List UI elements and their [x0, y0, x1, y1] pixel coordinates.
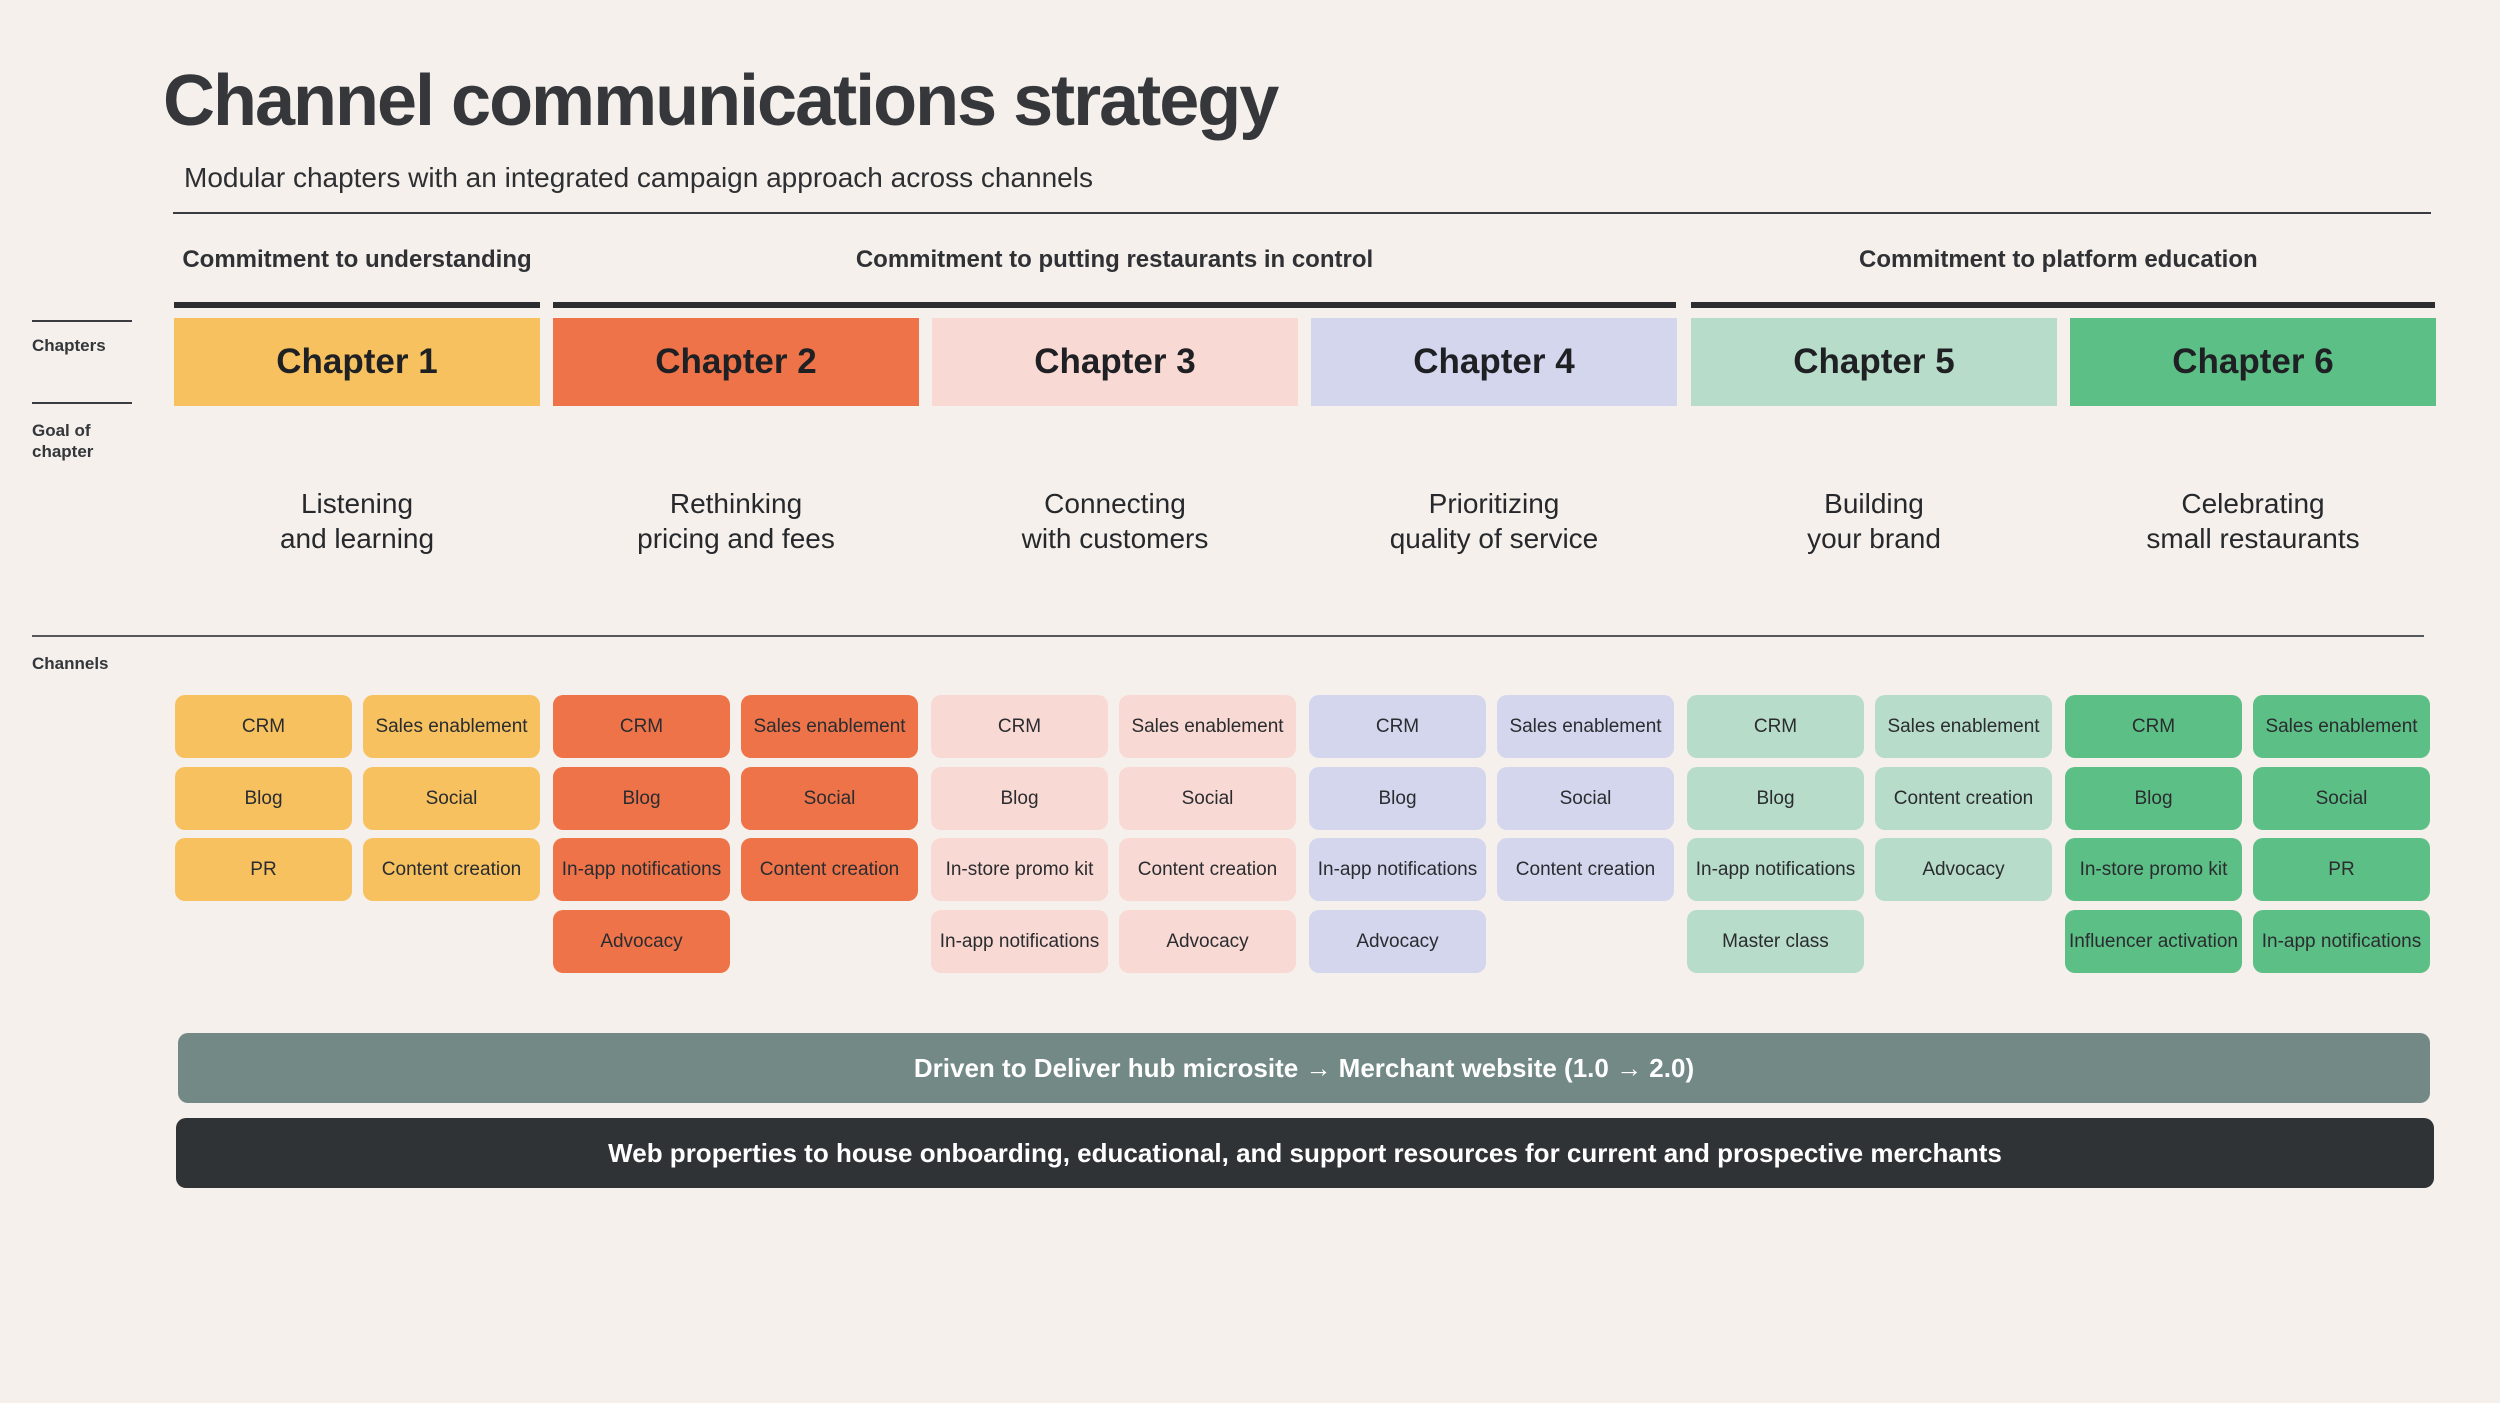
commitment-bar: [1691, 302, 2435, 308]
channel-tile: Advocacy: [1875, 838, 2052, 901]
channel-tile: In-app notifications: [1309, 838, 1486, 901]
channel-tile: Content creation: [1119, 838, 1296, 901]
channel-tile: Blog: [2065, 767, 2242, 830]
channel-tile: Blog: [175, 767, 352, 830]
chapter-goal-1: Listening and learning: [174, 486, 540, 556]
goal-line: pricing and fees: [637, 523, 835, 554]
channels-label: Channels: [32, 654, 109, 673]
channel-tile: Social: [2253, 767, 2430, 830]
channel-tile: In-app notifications: [931, 910, 1108, 973]
channel-tile: In-store promo kit: [2065, 838, 2242, 901]
hub-microsite-banner: Driven to Deliver hub microsite → Mercha…: [178, 1033, 2430, 1103]
page-subtitle: Modular chapters with an integrated camp…: [184, 162, 1093, 193]
channel-tile: Sales enablement: [1497, 695, 1674, 758]
goal-line: Rethinking: [669, 488, 803, 519]
channel-tile: Sales enablement: [1119, 695, 1296, 758]
channel-tile: Advocacy: [553, 910, 730, 973]
web-properties-banner: Web properties to house onboarding, educ…: [176, 1118, 2434, 1188]
commitment-bar: [174, 302, 540, 308]
channel-tile: PR: [2253, 838, 2430, 901]
channel-tile: Content creation: [363, 838, 540, 901]
channel-tile: Social: [363, 767, 540, 830]
chapter-card-3: Chapter 3: [932, 318, 1298, 406]
channel-tile: Social: [1119, 767, 1296, 830]
channel-tile: CRM: [2065, 695, 2242, 758]
commitment-heading: Commitment to understanding: [182, 246, 532, 273]
goal-line: Building: [1824, 488, 1924, 519]
goal-line: with customers: [1021, 523, 1209, 554]
channel-tile: CRM: [931, 695, 1108, 758]
channel-tile: Advocacy: [1119, 910, 1296, 973]
channel-tile: Sales enablement: [2253, 695, 2430, 758]
channel-tile: CRM: [553, 695, 730, 758]
header-divider: [173, 212, 2431, 214]
chapter-card-1: Chapter 1: [174, 318, 540, 406]
commitment-heading: Commitment to putting restaurants in con…: [855, 246, 1374, 273]
channel-tile: Content creation: [1497, 838, 1674, 901]
goal-line: Listening: [300, 488, 414, 519]
goal-line: small restaurants: [2146, 523, 2360, 554]
chapter-goal-6: Celebrating small restaurants: [2070, 486, 2436, 556]
chapter-goal-2: Rethinking pricing and fees: [553, 486, 919, 556]
channel-tile: Blog: [553, 767, 730, 830]
channel-tile: In-app notifications: [2253, 910, 2430, 973]
channel-tile: Blog: [1309, 767, 1486, 830]
channels-divider: [32, 635, 2424, 637]
goal-line: Connecting: [1044, 488, 1186, 519]
channel-tile: Influencer activation: [2065, 910, 2242, 973]
channel-tile: CRM: [1309, 695, 1486, 758]
channel-tile: Advocacy: [1309, 910, 1486, 973]
channel-tile: CRM: [175, 695, 352, 758]
channel-tile: Master class: [1687, 910, 1864, 973]
side-divider: [32, 402, 132, 404]
goal-label: Goal of chapter: [32, 421, 94, 461]
channel-tile: In-store promo kit: [931, 838, 1108, 901]
channel-tile: Blog: [1687, 767, 1864, 830]
page-title: Channel communications strategy: [163, 61, 1279, 141]
chapters-label: Chapters: [32, 336, 106, 355]
goal-line: Celebrating: [2181, 488, 2325, 519]
commitment-bar: [553, 302, 1676, 308]
channel-tile: Social: [741, 767, 918, 830]
channel-tile: In-app notifications: [1687, 838, 1864, 901]
channel-tile: Blog: [931, 767, 1108, 830]
goal-line: and learning: [279, 523, 435, 554]
channel-tile: Sales enablement: [1875, 695, 2052, 758]
chapter-card-2: Chapter 2: [553, 318, 919, 406]
channel-tile: PR: [175, 838, 352, 901]
chapter-card-6: Chapter 6: [2070, 318, 2436, 406]
channel-tile: Content creation: [741, 838, 918, 901]
chapter-goal-4: Prioritizing quality of service: [1311, 486, 1677, 556]
channel-tile: Sales enablement: [363, 695, 540, 758]
channel-tile: Social: [1497, 767, 1674, 830]
goal-line: Prioritizing: [1428, 488, 1560, 519]
chapter-card-5: Chapter 5: [1691, 318, 2057, 406]
goal-line: quality of service: [1389, 523, 1599, 554]
commitment-heading: Commitment to platform education: [1859, 246, 2258, 273]
side-divider: [32, 320, 132, 322]
chapter-goal-5: Building your brand: [1691, 486, 2057, 556]
chapter-card-4: Chapter 4: [1311, 318, 1677, 406]
channel-tile: CRM: [1687, 695, 1864, 758]
chapter-goal-3: Connecting with customers: [932, 486, 1298, 556]
channel-tile: In-app notifications: [553, 838, 730, 901]
channel-tile: Sales enablement: [741, 695, 918, 758]
channel-tile: Content creation: [1875, 767, 2052, 830]
goal-line: your brand: [1807, 523, 1941, 554]
